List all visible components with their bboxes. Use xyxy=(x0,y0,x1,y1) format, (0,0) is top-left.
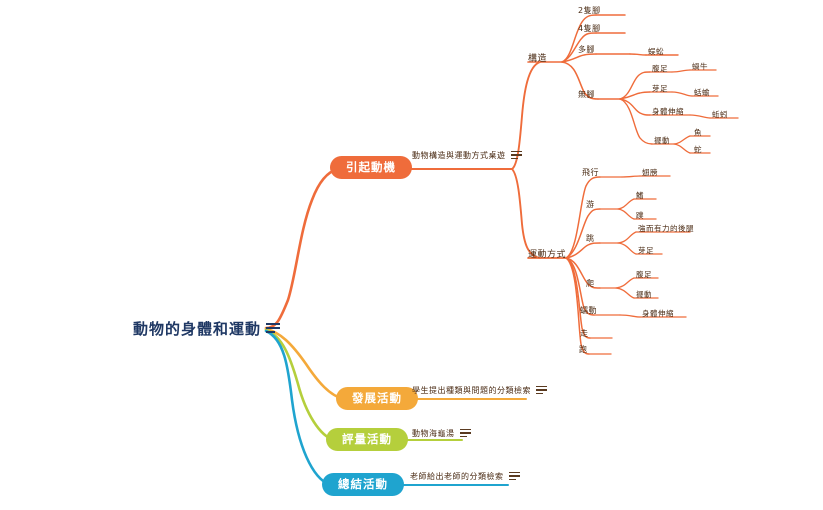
node-two-legs[interactable]: 2隻腳 xyxy=(578,5,601,16)
node-wriggle-label: 蠕動 xyxy=(580,306,597,315)
node-walk-label: 走 xyxy=(580,329,589,338)
node-wriggle-body-stretch-label: 身體伸縮 xyxy=(642,309,674,318)
node-fish-label: 魚 xyxy=(694,128,702,137)
node-run-label: 跑 xyxy=(579,345,588,354)
node-no-legs-label: 無腳 xyxy=(578,90,595,99)
node-sway[interactable]: 擺動 xyxy=(654,135,670,146)
node-many-legs[interactable]: 多腳 xyxy=(578,44,595,55)
branch-assessment[interactable]: 評量活動 xyxy=(326,428,408,451)
branch-motivation[interactable]: 引起動機 xyxy=(330,156,412,179)
node-swim[interactable]: 游 xyxy=(586,199,595,210)
node-fin[interactable]: 鰭 xyxy=(636,190,644,201)
node-earthworm[interactable]: 蚯蚓 xyxy=(712,109,728,120)
root-node[interactable]: 動物的身體和運動 xyxy=(133,318,281,339)
node-jump-foot-bud[interactable]: 芽足 xyxy=(638,245,654,256)
note-lines-icon[interactable] xyxy=(266,323,281,334)
node-crawl[interactable]: 爬 xyxy=(586,278,595,289)
node-fin-label: 鰭 xyxy=(636,191,644,200)
note-lines-icon[interactable] xyxy=(508,472,520,481)
node-crawl-ventral-foot[interactable]: 腹足 xyxy=(636,269,652,280)
node-snail-label: 蝸牛 xyxy=(692,62,708,71)
node-crawl-sway-label: 擺動 xyxy=(636,290,652,299)
branch-conclusion[interactable]: 總結活動 xyxy=(322,473,404,496)
node-foot-ventral-label: 腹足 xyxy=(652,64,668,73)
node-two-legs-label: 2隻腳 xyxy=(578,6,601,15)
node-swim-label: 游 xyxy=(586,200,595,209)
node-snake-label: 蛇 xyxy=(694,145,702,154)
node-foot-bud-label: 芽足 xyxy=(652,84,668,93)
node-crawl-label: 爬 xyxy=(586,279,595,288)
node-crawl-ventral-foot-label: 腹足 xyxy=(636,270,652,279)
node-wriggle[interactable]: 蠕動 xyxy=(580,305,597,316)
branch-conclusion-label[interactable]: 總結活動 xyxy=(322,473,404,496)
node-snake[interactable]: 蛇 xyxy=(694,144,702,155)
branch-conclusion-note-label: 老師給出老師的分類檢索 xyxy=(410,472,504,481)
node-structure[interactable]: 構造 xyxy=(528,51,547,64)
node-webbed-feet[interactable]: 蹼 xyxy=(636,210,644,221)
node-many-legs-label: 多腳 xyxy=(578,45,595,54)
node-locomotion[interactable]: 運動方式 xyxy=(528,247,566,260)
node-snail[interactable]: 蝸牛 xyxy=(692,61,708,72)
node-four-legs[interactable]: 4隻腳 xyxy=(578,23,601,34)
node-slug[interactable]: 蛞蝓 xyxy=(694,87,710,98)
branch-assessment-note[interactable]: 動物海龜湯 xyxy=(412,428,471,439)
branch-development-label[interactable]: 發展活動 xyxy=(336,387,418,410)
node-wriggle-body-stretch[interactable]: 身體伸縮 xyxy=(642,308,674,319)
branch-motivation-label[interactable]: 引起動機 xyxy=(330,156,412,179)
branch-assessment-label[interactable]: 評量活動 xyxy=(326,428,408,451)
node-fly-label: 飛行 xyxy=(582,168,599,177)
node-no-legs[interactable]: 無腳 xyxy=(578,89,595,100)
branch-conclusion-note[interactable]: 老師給出老師的分類檢索 xyxy=(410,471,520,482)
branch-motivation-note[interactable]: 動物構造與運動方式桌遊 xyxy=(412,150,522,161)
node-slug-label: 蛞蝓 xyxy=(694,88,710,97)
branch-development[interactable]: 發展活動 xyxy=(336,387,418,410)
node-body-stretch[interactable]: 身體伸縮 xyxy=(652,106,684,117)
node-earthworm-label: 蚯蚓 xyxy=(712,110,728,119)
branch-development-note[interactable]: 學生提出種類與問題的分類檢索 xyxy=(412,385,547,396)
node-centipede[interactable]: 蜈蚣 xyxy=(648,46,664,57)
branch-motivation-note-label: 動物構造與運動方式桌遊 xyxy=(412,151,506,160)
node-jump-foot-bud-label: 芽足 xyxy=(638,246,654,255)
node-strong-hind-legs[interactable]: 強而有力的後腿 xyxy=(638,223,694,234)
node-wings[interactable]: 翅膀 xyxy=(642,167,658,178)
node-jump[interactable]: 跳 xyxy=(586,233,595,244)
branch-development-note-label: 學生提出種類與問題的分類檢索 xyxy=(412,386,531,395)
node-walk[interactable]: 走 xyxy=(580,328,589,339)
node-structure-label: 構造 xyxy=(528,54,548,64)
node-foot-ventral[interactable]: 腹足 xyxy=(652,63,668,74)
node-webbed-feet-label: 蹼 xyxy=(636,211,644,220)
node-jump-label: 跳 xyxy=(586,234,595,243)
note-lines-icon[interactable] xyxy=(510,151,522,160)
node-fly[interactable]: 飛行 xyxy=(582,167,599,178)
node-centipede-label: 蜈蚣 xyxy=(648,47,664,56)
node-strong-hind-legs-label: 強而有力的後腿 xyxy=(638,224,694,233)
root-label: 動物的身體和運動 xyxy=(133,320,262,338)
node-run[interactable]: 跑 xyxy=(579,344,588,355)
node-wings-label: 翅膀 xyxy=(642,168,658,177)
node-fish[interactable]: 魚 xyxy=(694,127,702,138)
note-lines-icon[interactable] xyxy=(459,429,471,438)
branch-assessment-note-label: 動物海龜湯 xyxy=(412,429,455,438)
node-crawl-sway[interactable]: 擺動 xyxy=(636,289,652,300)
node-locomotion-label: 運動方式 xyxy=(528,250,567,260)
node-four-legs-label: 4隻腳 xyxy=(578,24,601,33)
note-lines-icon[interactable] xyxy=(536,386,547,395)
node-foot-bud[interactable]: 芽足 xyxy=(652,83,668,94)
node-body-stretch-label: 身體伸縮 xyxy=(652,107,684,116)
node-sway-label: 擺動 xyxy=(654,136,670,145)
